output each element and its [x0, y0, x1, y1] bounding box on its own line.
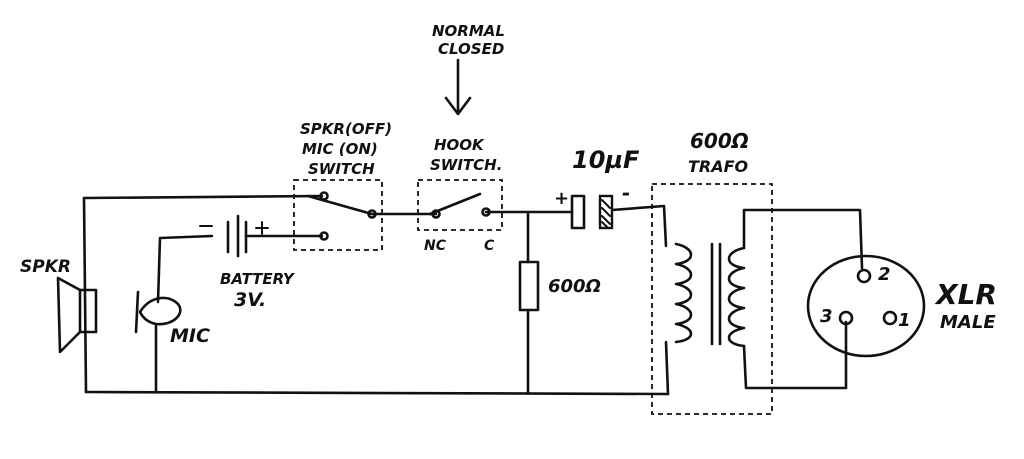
- label-trafo: TRAFO: [688, 157, 749, 176]
- speaker-symbol: [56, 276, 98, 354]
- capacitor-10uf: [570, 194, 668, 248]
- label-pin3: 3: [820, 306, 833, 327]
- label-spkr-off: SPKR(OFF): [300, 120, 392, 138]
- label-pin1: 1: [898, 310, 911, 331]
- label-hook-switch: SWITCH.: [430, 156, 502, 174]
- label-xlr-male: MALE: [940, 312, 996, 333]
- label-switch: SWITCH: [308, 160, 375, 178]
- label-trafo-ohm: 600Ω: [690, 129, 749, 153]
- wire-bottom: [84, 390, 670, 396]
- label-normal: NORMAL: [432, 22, 505, 40]
- wire-mic-up: [156, 234, 214, 304]
- transformer: [651, 183, 864, 415]
- resistor-600-ohm: [518, 260, 540, 394]
- label-battery-voltage: 3V.: [234, 289, 266, 311]
- label-cap-value: 10µF: [572, 146, 640, 174]
- label-closed: CLOSED: [438, 40, 504, 58]
- label-c: C: [484, 238, 495, 254]
- label-mic-on: MIC (ON): [302, 140, 378, 158]
- label-cap-plus: +: [554, 188, 569, 209]
- label-spkr: SPKR: [20, 257, 71, 277]
- arrow-normal-closed: [444, 58, 472, 116]
- label-nc: NC: [424, 238, 447, 254]
- hook-switch: [417, 179, 503, 231]
- label-cap-minus: -: [622, 181, 630, 205]
- battery-symbol: [199, 214, 324, 258]
- label-mic: MIC: [170, 325, 210, 347]
- microphone-symbol: [134, 234, 214, 394]
- wire-left-rail: [82, 196, 88, 394]
- spkr-mic-switch: [293, 179, 383, 251]
- label-battery: BATTERY: [220, 270, 296, 288]
- wire-top-left: [82, 194, 324, 200]
- label-resistor: 600Ω: [548, 276, 601, 297]
- xlr-connector: [806, 254, 926, 358]
- label-pin2: 2: [878, 264, 891, 285]
- label-hook: HOOK: [434, 136, 485, 154]
- wire-cap-to-trafo: [610, 204, 668, 248]
- label-xlr: XLR: [934, 278, 997, 311]
